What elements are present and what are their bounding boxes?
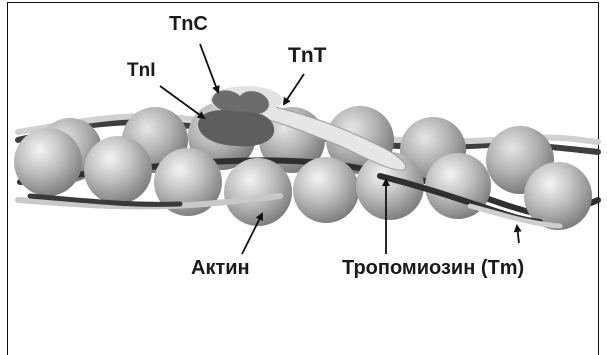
actin-monomer [84,136,152,204]
label-tnt: TnT [288,45,326,66]
label-tropomyosin: Тропомиозин (Tm) [342,258,524,278]
actin-monomer [14,128,82,196]
tnc-arrow [200,44,218,92]
label-actin: Актин [191,258,250,278]
tnt-arrow [284,74,304,104]
actin-monomer [224,158,292,226]
label-tni: TnI [127,61,156,80]
tropomyosin-arrow-2 [517,226,519,243]
actin-monomer [293,157,359,223]
label-tnc: TnC [169,14,208,34]
